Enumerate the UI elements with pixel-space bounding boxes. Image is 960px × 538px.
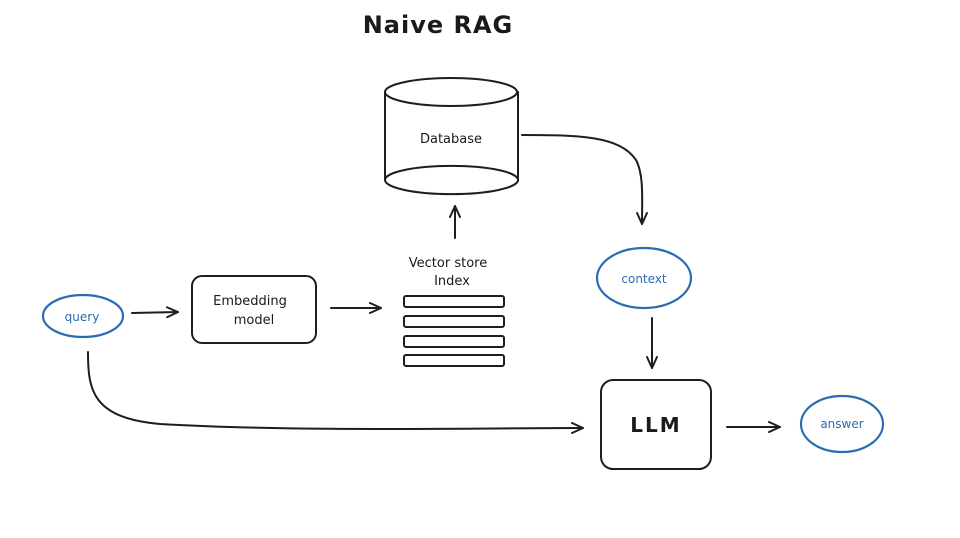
index-bar [403, 335, 505, 348]
database-top [384, 77, 518, 107]
index-bar [403, 354, 505, 367]
arrow-query-to-embedding [131, 306, 179, 319]
query-node[interactable]: query [41, 293, 125, 339]
database-bottom [384, 164, 519, 196]
database-sides [384, 91, 519, 181]
llm-node[interactable]: LLM [600, 379, 712, 470]
answer-node[interactable]: answer [799, 394, 885, 454]
context-ellipse [595, 246, 693, 310]
index-bar [403, 295, 505, 308]
query-label: query [65, 310, 100, 324]
database-label: Database [420, 132, 482, 147]
context-node[interactable]: context [595, 246, 693, 310]
arrow-query-to-llm [87, 351, 584, 435]
embedding-model-box [191, 275, 317, 344]
vector-store-label-line1: Vector store [409, 256, 487, 271]
embedding-model-node[interactable]: Embedding model [191, 275, 317, 344]
diagram-title: Naive RAG [363, 11, 514, 39]
arrow-database-to-context [521, 134, 649, 225]
embedding-model-label-line2: model [234, 313, 274, 328]
context-label: context [621, 272, 667, 286]
vector-store-label-line2: Index [434, 274, 470, 289]
llm-label: LLM [630, 413, 681, 437]
answer-ellipse [799, 394, 885, 454]
query-ellipse [41, 293, 125, 339]
vector-store-index[interactable] [403, 295, 505, 367]
database-node[interactable]: Database [384, 77, 519, 196]
answer-label: answer [820, 417, 863, 431]
embedding-model-label-line1: Embedding [213, 294, 287, 309]
llm-box [600, 379, 712, 470]
index-bar [403, 315, 505, 328]
